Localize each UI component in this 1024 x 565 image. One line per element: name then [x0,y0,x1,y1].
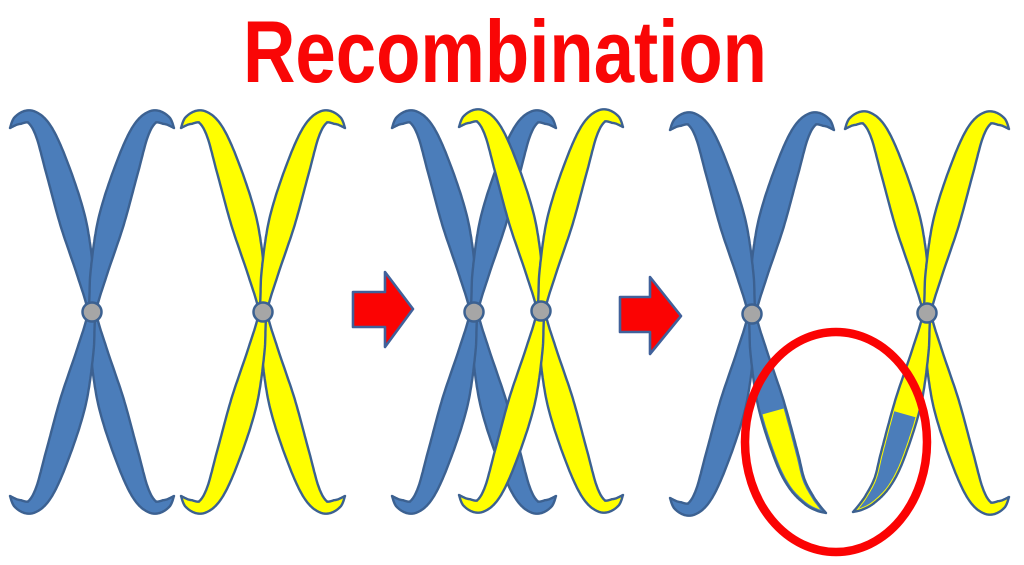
diagram-title: Recombination [243,2,767,101]
stage-3-recombined-pair [668,110,1011,557]
yellow-centromere [530,300,552,322]
recombined-blue-segment [853,411,916,512]
blue-centromere [463,301,485,323]
right-arrow-icon [351,270,415,349]
stage-1-chromosome-pair [8,109,347,515]
yellow-centromere [252,301,274,323]
crossover-highlight-ellipse [740,327,932,557]
blue-centromere [81,301,103,323]
step-arrows [351,270,683,356]
recombined-yellow-segment [762,408,826,513]
yellow-centromere [916,302,938,324]
stage-2-crossing-over-pair [390,108,625,515]
right-arrow-icon [618,275,683,356]
blue-centromere [741,303,763,325]
